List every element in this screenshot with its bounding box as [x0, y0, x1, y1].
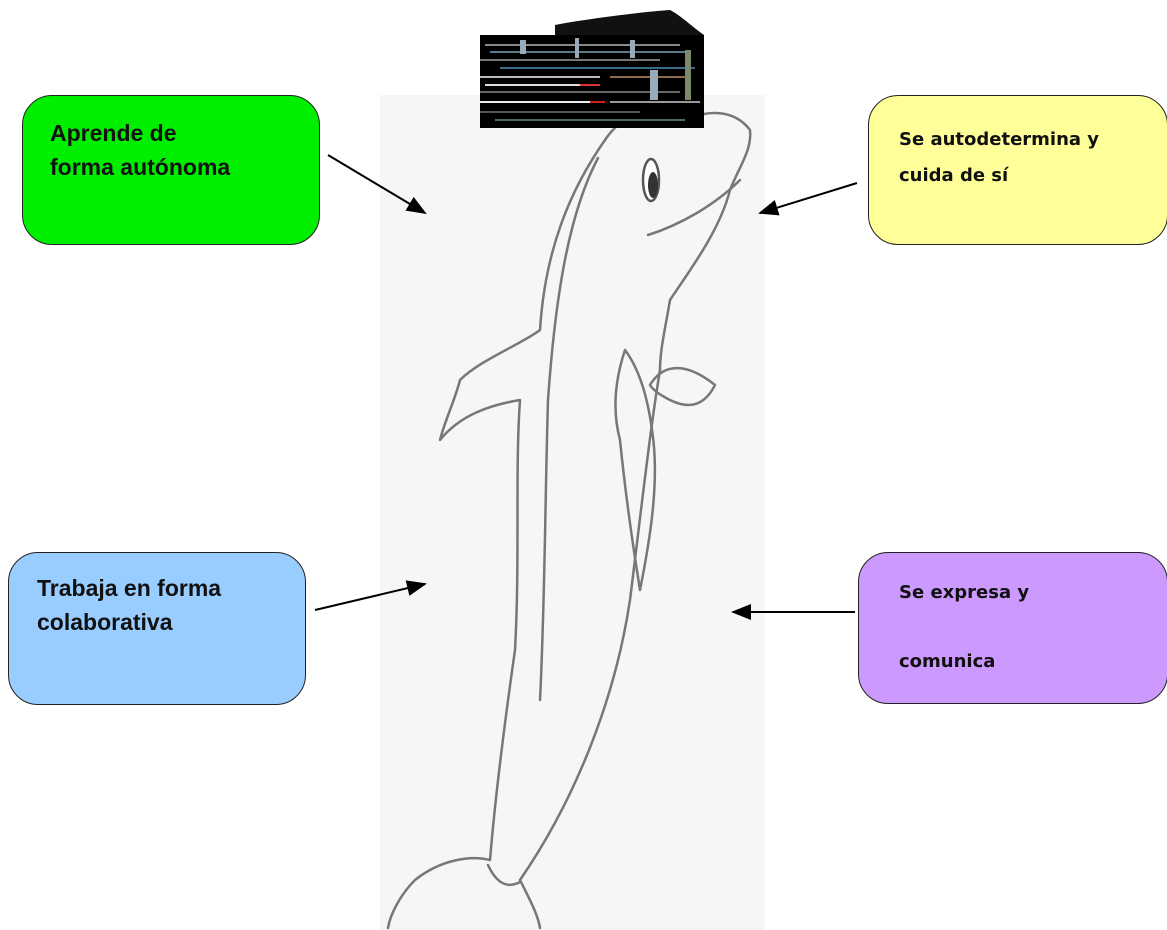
- box-trabaja-line-1: Trabaja en forma: [37, 575, 222, 601]
- corrupted-image-icon: [480, 10, 704, 128]
- box-autodetermina: Se autodetermina y cuida de sí: [868, 95, 1167, 245]
- box-aprende-line-2: forma autónoma: [50, 154, 231, 180]
- box-trabaja-label: Trabaja en forma colaborativa: [37, 571, 221, 639]
- box-autodetermina-line-2: cuida de sí: [899, 165, 1009, 186]
- box-trabaja-line-2: colaborativa: [37, 609, 173, 635]
- box-expresa-line-1: Se expresa y: [899, 582, 1030, 603]
- box-autodetermina-label: Se autodetermina y cuida de sí: [899, 122, 1099, 194]
- box-aprende-label: Aprende de forma autónoma: [50, 116, 230, 184]
- box-aprende-line-1: Aprende de: [50, 120, 177, 146]
- box-autodetermina-line-1: Se autodetermina y: [899, 129, 1100, 150]
- box-aprende: Aprende de forma autónoma: [22, 95, 320, 245]
- arrow-icon: [758, 182, 858, 216]
- box-expresa: Se expresa y comunica: [858, 552, 1167, 704]
- dolphin-illustration-panel: [380, 95, 765, 930]
- box-expresa-line-2: comunica: [899, 651, 996, 672]
- box-trabaja: Trabaja en forma colaborativa: [8, 552, 306, 705]
